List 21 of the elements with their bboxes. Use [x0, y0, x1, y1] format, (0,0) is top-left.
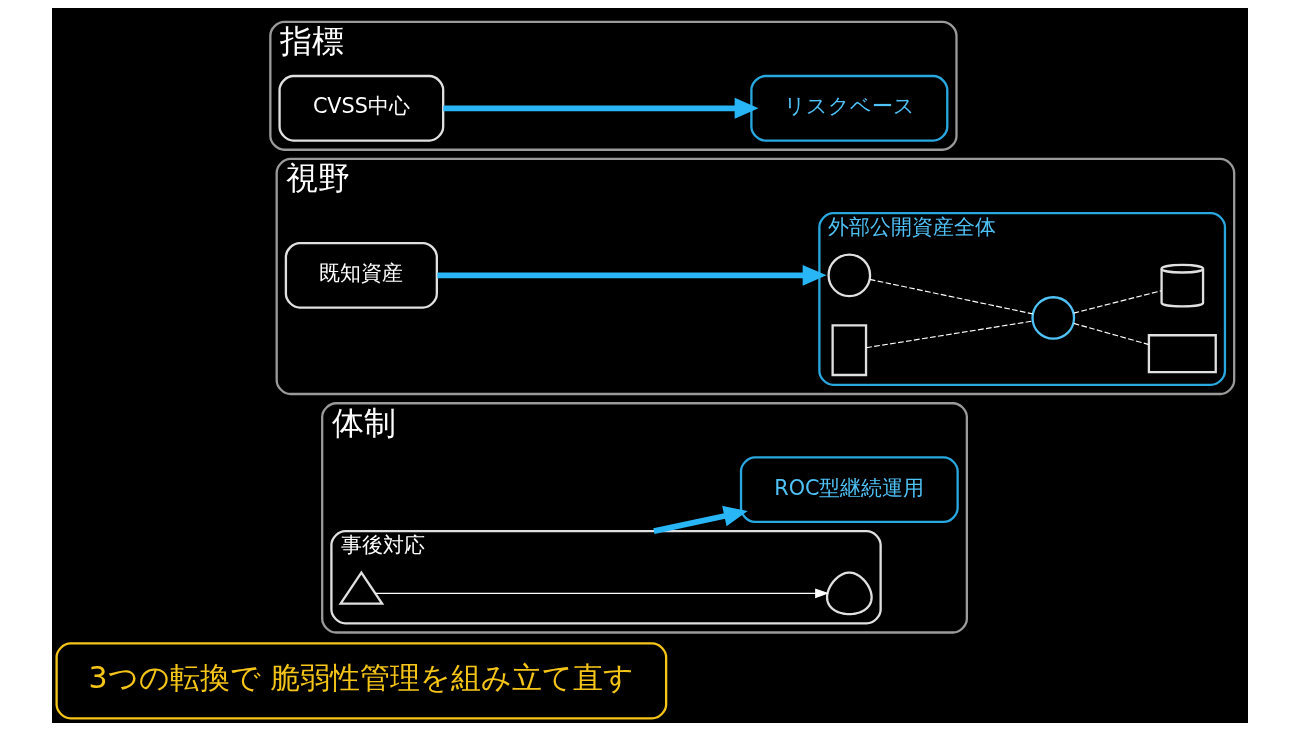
connector	[868, 278, 1033, 315]
node-box: リスクベース	[749, 74, 948, 142]
connector	[1072, 290, 1162, 314]
arrow	[374, 588, 829, 599]
node-box: CVSS中心	[277, 74, 444, 142]
node-circle	[1030, 296, 1075, 340]
arrow	[436, 264, 827, 286]
node-box	[1147, 334, 1217, 374]
node-box: 既知資産	[284, 241, 438, 309]
arrow	[442, 97, 759, 119]
node-triangle	[338, 570, 384, 605]
cluster: 事後対応	[329, 530, 882, 625]
cluster: 外部公開資産全体	[817, 211, 1226, 386]
node-cloud	[826, 253, 871, 298]
node-person	[825, 571, 873, 616]
node-box: ROC型継続運用	[739, 456, 959, 524]
node-box: 3つの転換で 脆弱性管理を組み立て直す	[54, 642, 667, 720]
connector	[865, 320, 1033, 349]
connector	[1072, 322, 1149, 346]
arrow	[652, 505, 748, 534]
node-box	[831, 324, 867, 377]
